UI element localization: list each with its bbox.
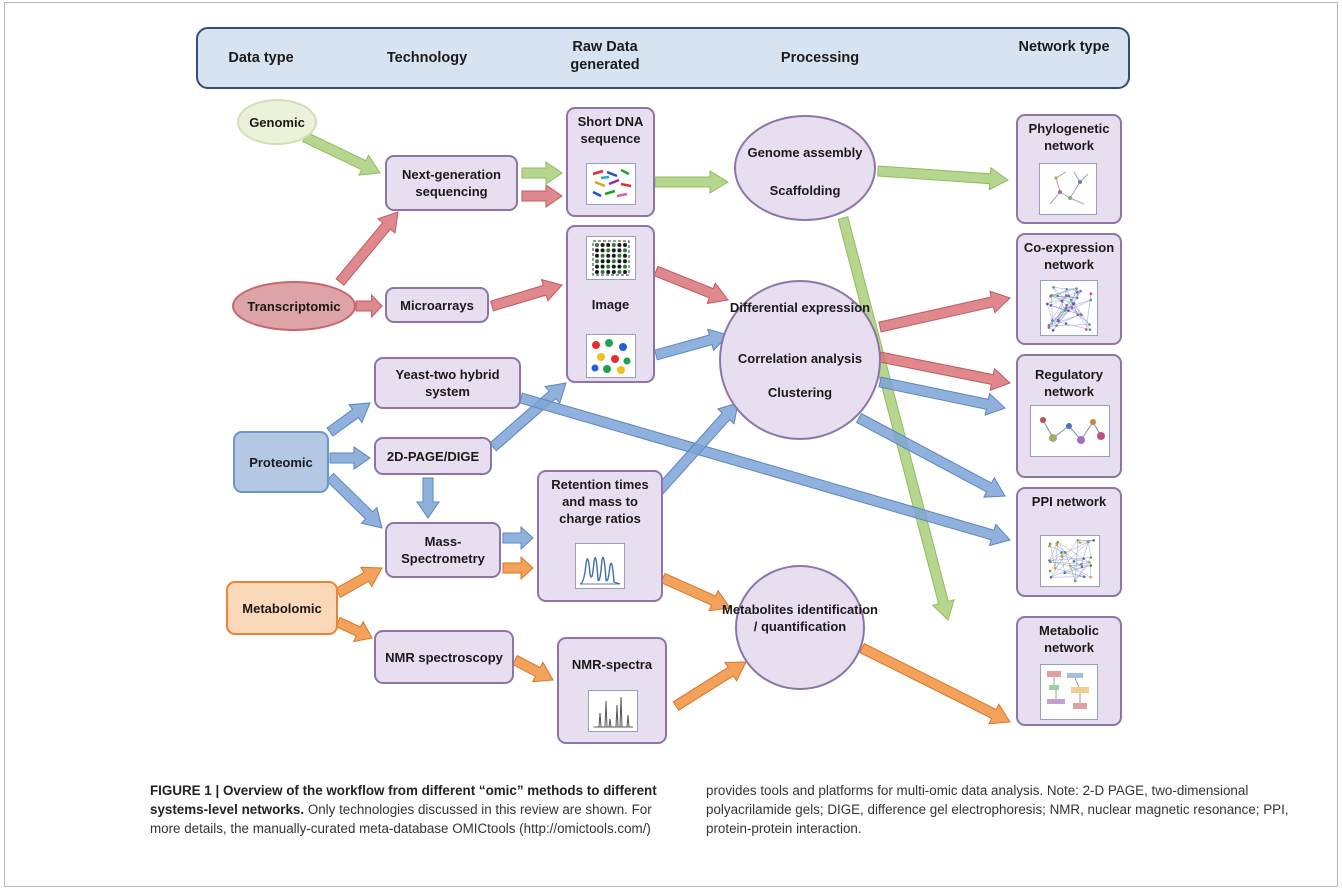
page-to-ms-arrow [416,477,440,519]
caption-label: FIGURE 1 | Overview of the workflow from… [150,783,657,817]
2d-page-dige-node: 2D-PAGE/DIGE [374,437,492,475]
nmr-spectroscopy-node: NMR spectroscopy [374,630,514,684]
assembly-to-metabolic-arrow [837,216,955,621]
genome-assembly-ellipse [734,115,876,221]
transcriptomic-node: Transcriptomic [232,281,356,331]
correlation-to-regulatory-blue-arrow [878,376,1006,416]
ppi-network-label: PPI network [1031,494,1107,509]
y2h-to-ppi-arrow [518,392,1011,547]
correlation-to-regulatory-arrow [878,351,1011,392]
ngs-to-dna-red-arrow [521,184,563,208]
microarrays-to-image-arrow [489,278,563,312]
metabolomic-node: Metabolomic [226,581,338,635]
chromatogram-thumbnail [575,543,625,589]
transcriptomic-to-ngs-arrow [335,211,399,286]
proteomic-node: Proteomic [233,431,329,493]
differential-to-coexpression-arrow [878,290,1011,333]
clustering-label: Clustering [767,385,833,400]
metabolomic-to-ms-arrow [334,566,383,598]
regulatory-network-label: Regulatory network [1035,367,1103,399]
correlation-analysis-label: Correlation analysis [737,351,863,366]
caption-body-right: provides tools and platforms for multi-o… [706,783,1289,836]
ngs-to-dna-arrow [521,161,563,185]
image-to-differential-arrow [653,265,729,305]
ms-to-retention-orange-arrow [502,555,534,581]
coexpression-network-label: Co-expression network [1023,240,1115,272]
metabolites-to-metabolic-arrow [859,642,1011,725]
phylogenetic-network-thumbnail [1039,163,1097,215]
header-network-type: Network type [1018,39,1110,55]
retention-to-correlation-arrow [653,402,739,497]
clustering-to-ppi-arrow [855,412,1006,498]
proteomic-to-page-arrow [329,446,371,470]
microarrays-node: Microarrays [385,287,489,323]
spectra-to-metabolites-arrow [672,661,747,711]
transcriptomic-to-microarrays-arrow [355,293,383,319]
retention-times-label: Retention times and mass to charge ratio… [551,477,649,526]
phylogenetic-network-label: Phylogenetic network [1028,121,1110,153]
genomic-to-ngs-arrow [302,131,381,176]
metabolic-network-thumbnail [1040,664,1098,720]
caption-right-column: provides tools and platforms for multi-o… [706,781,1330,838]
header-technology: Technology [386,50,468,66]
genomic-node: Genomic [237,99,317,145]
mass-spectrometry-node: Mass-Spectrometry [385,522,501,578]
proteomic-to-ms-arrow [325,472,383,529]
nmr-spectrum-thumbnail [588,690,638,732]
microarray-image-thumbnail [586,236,636,280]
header-bar [196,27,1130,89]
ppi-network-thumbnail [1040,535,1100,587]
proteomic-to-y2h-arrow [326,402,371,437]
caption-body-left: Only technologies discussed in this revi… [150,802,652,836]
scaffolding-label: Scaffolding [769,183,841,198]
ms-to-retention-arrow [502,525,534,551]
gel-spots-thumbnail [586,334,636,378]
image-label: Image [591,296,630,312]
differential-expression-label: Differential expression [729,300,871,315]
header-raw-data: Raw Data generated [570,39,640,73]
metabolomic-to-nmr-arrow [335,616,373,643]
metabolites-label: Metabolites identification / quantificat… [721,602,878,634]
assembly-to-phylogenetic-arrow [877,165,1009,191]
yeast-two-hybrid-node: Yeast-two hybrid system [374,357,521,409]
genome-assembly-label: Genome assembly [747,145,863,160]
caption-left-column: FIGURE 1 | Overview of the workflow from… [150,781,680,838]
coexpression-network-thumbnail [1040,280,1098,336]
ngs-node: Next-generation sequencing [385,155,518,211]
short-dna-sequence-label: Short DNA sequence [577,114,644,146]
metabolic-network-label: Metabolic network [1039,623,1099,655]
header-data-type: Data type [228,50,294,66]
header-processing: Processing [780,50,860,66]
dna-to-genome-assembly-arrow [654,170,729,194]
dna-sequence-thumbnail [586,163,636,205]
workflow-diagram [302,131,1011,725]
retention-to-metabolites-arrow [660,572,731,612]
nmr-spectra-label: NMR-spectra [571,657,653,672]
nmr-to-spectra-arrow [512,654,554,683]
regulatory-network-thumbnail [1030,405,1110,457]
image-to-differential-blue-arrow [654,328,729,361]
differential-expression-ellipse [719,280,881,440]
metabolites-ellipse [735,565,865,690]
